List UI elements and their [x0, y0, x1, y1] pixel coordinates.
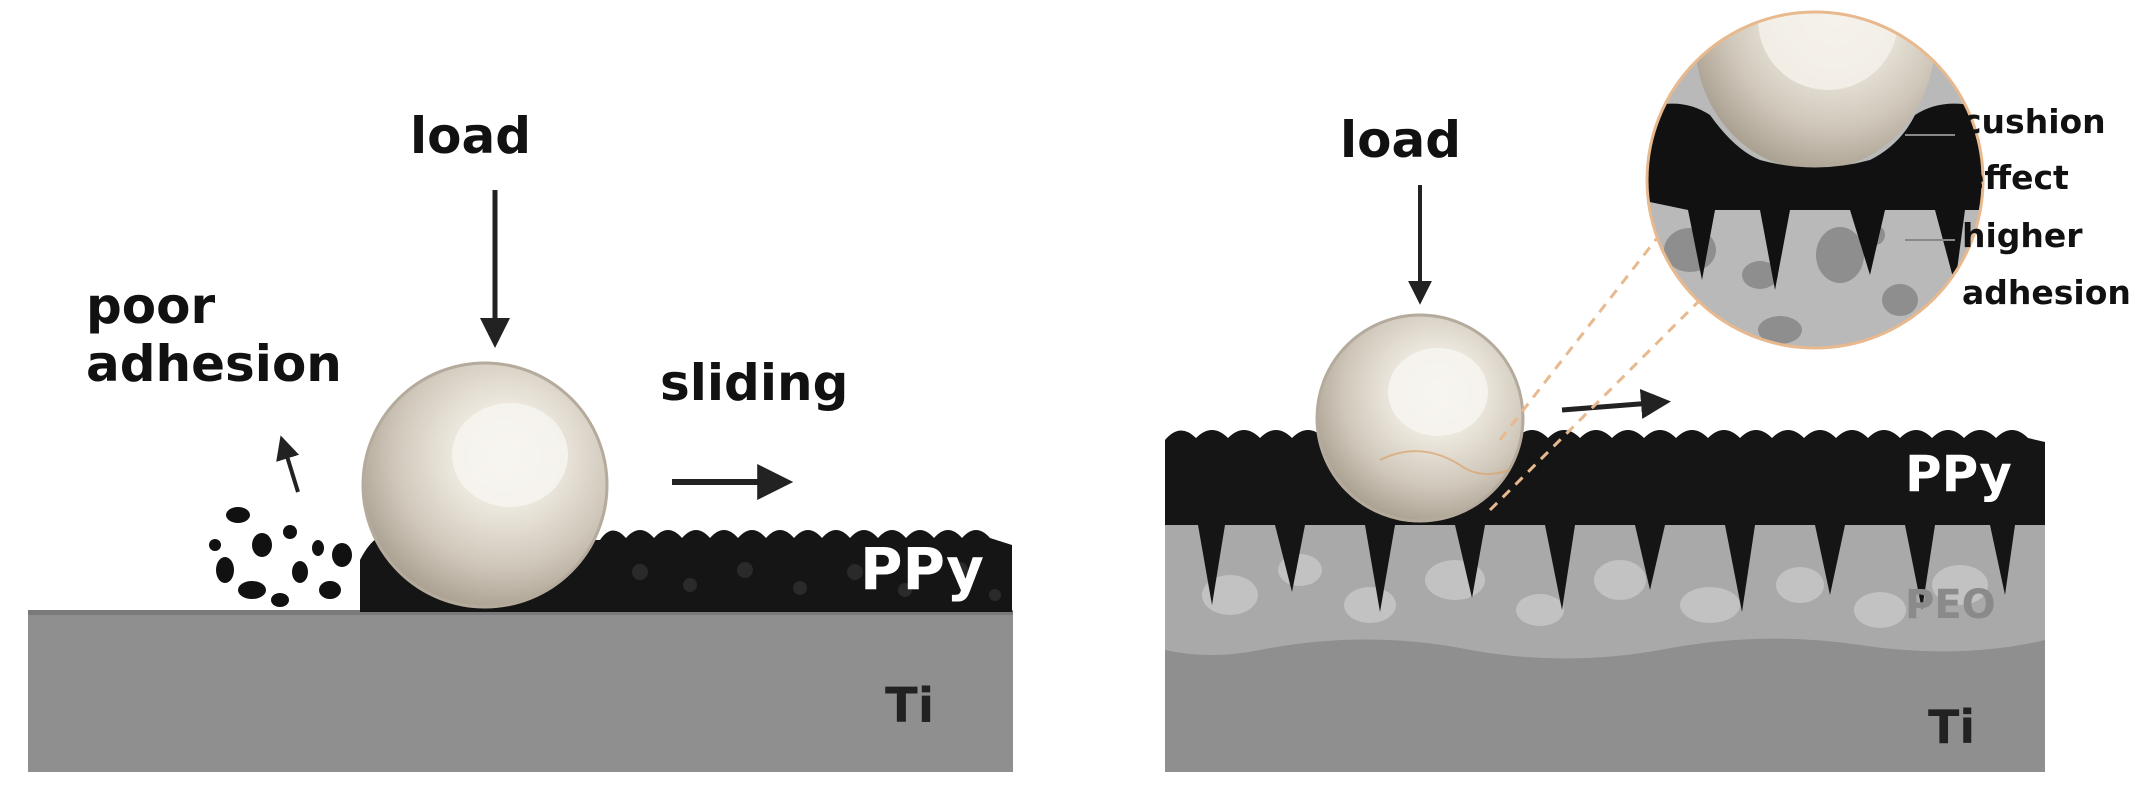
left-ppy-label: PPy	[860, 535, 984, 603]
right-ppy-label: PPy	[1905, 445, 2012, 503]
left-ti-substrate	[28, 612, 1013, 772]
zoom-guide-upper	[1498, 214, 1677, 441]
poor-adhesion-label-line1: poor	[86, 277, 216, 335]
debris-arrow	[276, 435, 300, 493]
left-panel	[28, 190, 1013, 772]
right-panel	[1165, 10, 2045, 772]
zoom-inset	[1645, 10, 1985, 350]
right-ball-highlight	[1388, 348, 1488, 436]
right-sliding-arrow	[1561, 388, 1671, 419]
right-ti-label: Ti	[1928, 700, 1976, 754]
peo-pores	[1202, 554, 1988, 628]
right-load-label: load	[1340, 111, 1462, 169]
zoom-guide-lower	[1488, 298, 1702, 512]
cushion-label-line1: cushion	[1962, 102, 2106, 141]
left-ppy-bumps	[632, 562, 1001, 601]
left-load-label: load	[410, 107, 532, 165]
poor-adhesion-label-line2: adhesion	[86, 335, 342, 393]
left-ti-substrate-top-edge	[28, 610, 1013, 615]
left-ball-highlight	[452, 403, 568, 507]
sliding-label: sliding	[660, 354, 849, 412]
adhesion-label-line2: adhesion	[1962, 273, 2131, 312]
cushion-label-line2: effect	[1962, 158, 2069, 197]
right-ball-crack	[1379, 450, 1511, 475]
right-peo-label: PEO	[1905, 582, 1996, 628]
adhesion-label-line1: higher	[1962, 216, 2083, 255]
left-ti-label: Ti	[885, 678, 935, 734]
debris-particles	[209, 507, 352, 607]
